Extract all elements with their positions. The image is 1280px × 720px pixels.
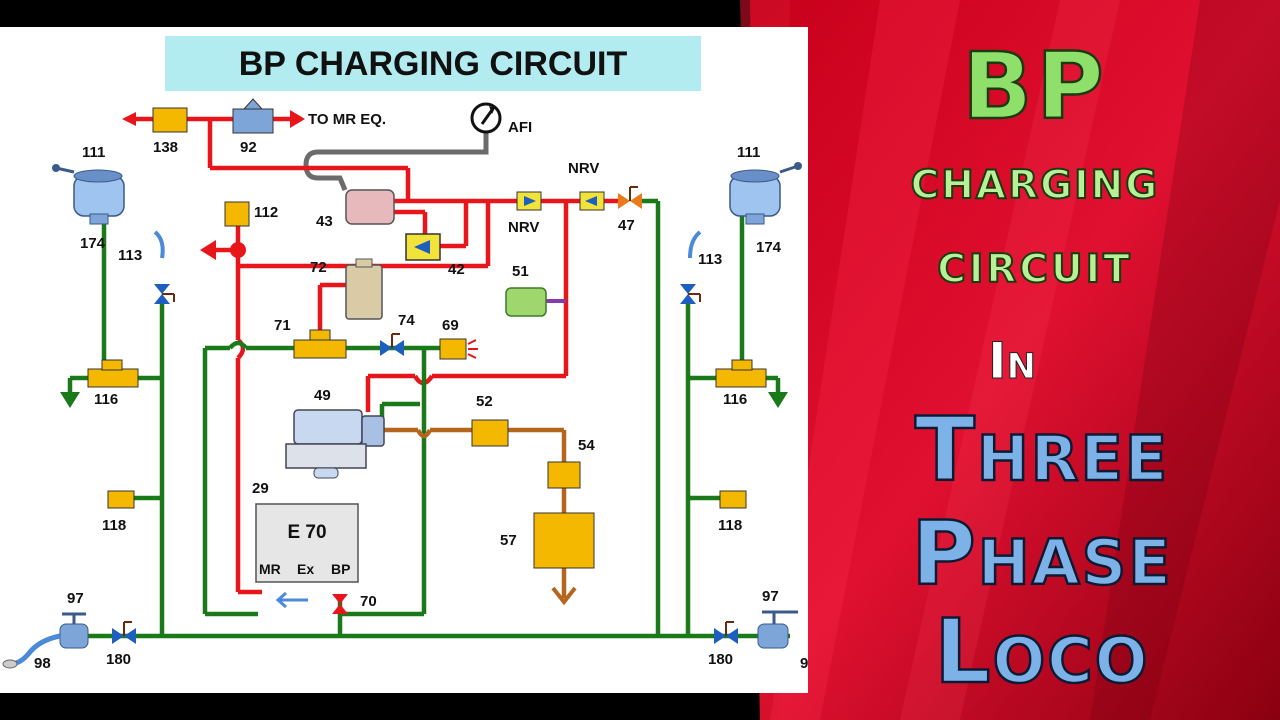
label-57: 57 [500, 532, 517, 549]
angle-cock-97-right [757, 610, 798, 649]
label-71: 71 [274, 317, 291, 334]
valve-74 [380, 333, 404, 356]
valve-113-right [680, 284, 701, 304]
label-to-mr: TO MR EQ. [308, 111, 386, 128]
diagram-title: BP CHARGING CIRCUIT [239, 45, 628, 83]
label-98: 98 [34, 655, 51, 672]
label-51: 51 [512, 263, 529, 280]
nrv-valve-a [516, 191, 542, 211]
component-118-right [719, 490, 747, 509]
diagram-panel [0, 27, 808, 693]
bp-branch-arrowhead [200, 240, 216, 260]
label-118-left: 118 [102, 517, 126, 534]
valve-113-left [154, 284, 175, 304]
to-mr-arrowhead [290, 110, 305, 128]
label-118-right: 118 [718, 517, 742, 534]
label-97-left: 97 [67, 590, 84, 607]
brake-valve-174-right [729, 162, 802, 225]
banner-line-circuit: circuit [937, 231, 1133, 296]
afi-gauge [470, 102, 502, 134]
label-113-left: 113 [118, 247, 142, 264]
label-69: 69 [442, 317, 459, 334]
label-97-right: 97 [762, 588, 779, 605]
label-111-right: 111 [737, 144, 760, 161]
label-49: 49 [314, 387, 331, 404]
label-72: 72 [310, 259, 327, 276]
label-116-left: 116 [94, 391, 118, 408]
exhaust-arrow-right [768, 392, 788, 408]
label-nrv-a: NRV [508, 219, 539, 236]
e70-port-ex: Ex [297, 561, 314, 577]
brake-arrow [551, 586, 577, 606]
left-arrowhead [122, 112, 136, 126]
label-54: 54 [578, 437, 595, 454]
valve-180-left [112, 621, 136, 644]
component-43 [345, 189, 395, 225]
label-174-right: 174 [756, 239, 782, 256]
component-49 [285, 409, 385, 479]
label-180-left: 180 [106, 651, 131, 668]
mr-pipes [67, 198, 790, 639]
banner-line-in: In [988, 332, 1036, 390]
component-51 [505, 287, 547, 317]
component-71 [293, 329, 347, 359]
nrv-valve-b [579, 191, 605, 211]
valve-70 [332, 594, 348, 614]
label-174-left: 174 [80, 235, 106, 252]
component-57 [533, 512, 595, 569]
label-113-right: 113 [698, 251, 722, 268]
brake-pipes [384, 427, 567, 598]
label-afi: AFI [508, 119, 532, 136]
label-112: 112 [254, 204, 278, 221]
banner-line-bp: BP [962, 33, 1108, 140]
brake-valve-174-left [52, 164, 125, 225]
label-116-right: 116 [723, 391, 747, 408]
label-nrv-b: NRV [568, 160, 599, 177]
component-138 [152, 107, 188, 133]
banner-line-charging: charging [911, 147, 1160, 212]
label-92: 92 [240, 139, 257, 156]
hook-113-right [688, 230, 702, 259]
component-92 [232, 98, 274, 134]
diagram-title-box: BP CHARGING CIRCUIT [165, 36, 701, 91]
label-138: 138 [153, 139, 178, 156]
e70-port-bp: BP [331, 561, 350, 577]
component-116-left [87, 359, 139, 388]
valve-47 [618, 186, 642, 209]
label-111-left: 111 [82, 144, 105, 161]
component-112 [224, 201, 250, 227]
label-70: 70 [360, 593, 377, 610]
banner-line-phase: Phase [911, 502, 1172, 605]
label-180-right: 180 [708, 651, 733, 668]
bp-junction [230, 242, 246, 258]
exhaust-arrow-left [60, 392, 80, 408]
label-74: 74 [398, 312, 415, 329]
banner-text: BP charging circuit In Three Phase Loco [910, 32, 1172, 705]
component-69 [439, 338, 478, 360]
component-118-left [107, 490, 135, 509]
angle-cock-97-left [59, 612, 89, 649]
label-9: 9 [800, 655, 808, 672]
label-42: 42 [448, 261, 465, 278]
component-52 [471, 419, 509, 447]
component-54 [547, 461, 581, 489]
label-52: 52 [476, 393, 493, 410]
banner-line-loco: Loco [935, 600, 1150, 703]
label-29: 29 [252, 480, 269, 497]
e70-title: E 70 [287, 522, 326, 543]
valve-180-right [714, 621, 738, 644]
component-42 [405, 233, 441, 261]
component-116-right [715, 359, 767, 388]
label-43: 43 [316, 213, 333, 230]
afi-pipe [303, 130, 489, 191]
e70-unit [255, 503, 359, 583]
hook-113-left [153, 230, 165, 259]
label-47: 47 [618, 217, 635, 234]
banner-line-three: Three [915, 398, 1169, 501]
component-72 [345, 258, 383, 320]
e70-port-mr: MR [259, 561, 281, 577]
